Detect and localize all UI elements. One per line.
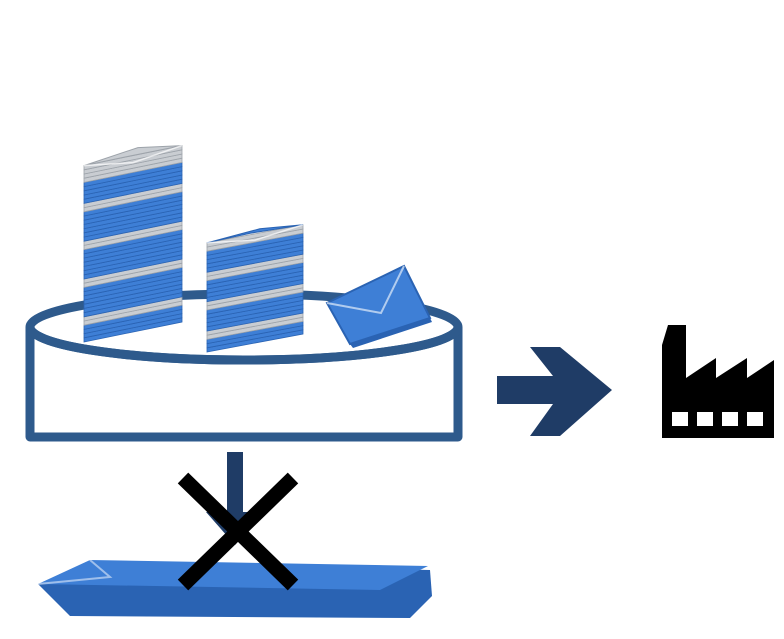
blocked-x: [177, 472, 299, 591]
factory-icon: [662, 325, 774, 438]
envelope-flap: [83, 144, 183, 167]
single-envelope: [325, 264, 432, 348]
envelope-flap: [206, 224, 304, 244]
container-front-rim: [25, 326, 463, 365]
tall-envelope-stack: [83, 144, 183, 343]
right-arrow: [497, 347, 612, 436]
medium-envelope-stack: [206, 224, 304, 353]
flat-envelope-stack: [37, 559, 432, 618]
